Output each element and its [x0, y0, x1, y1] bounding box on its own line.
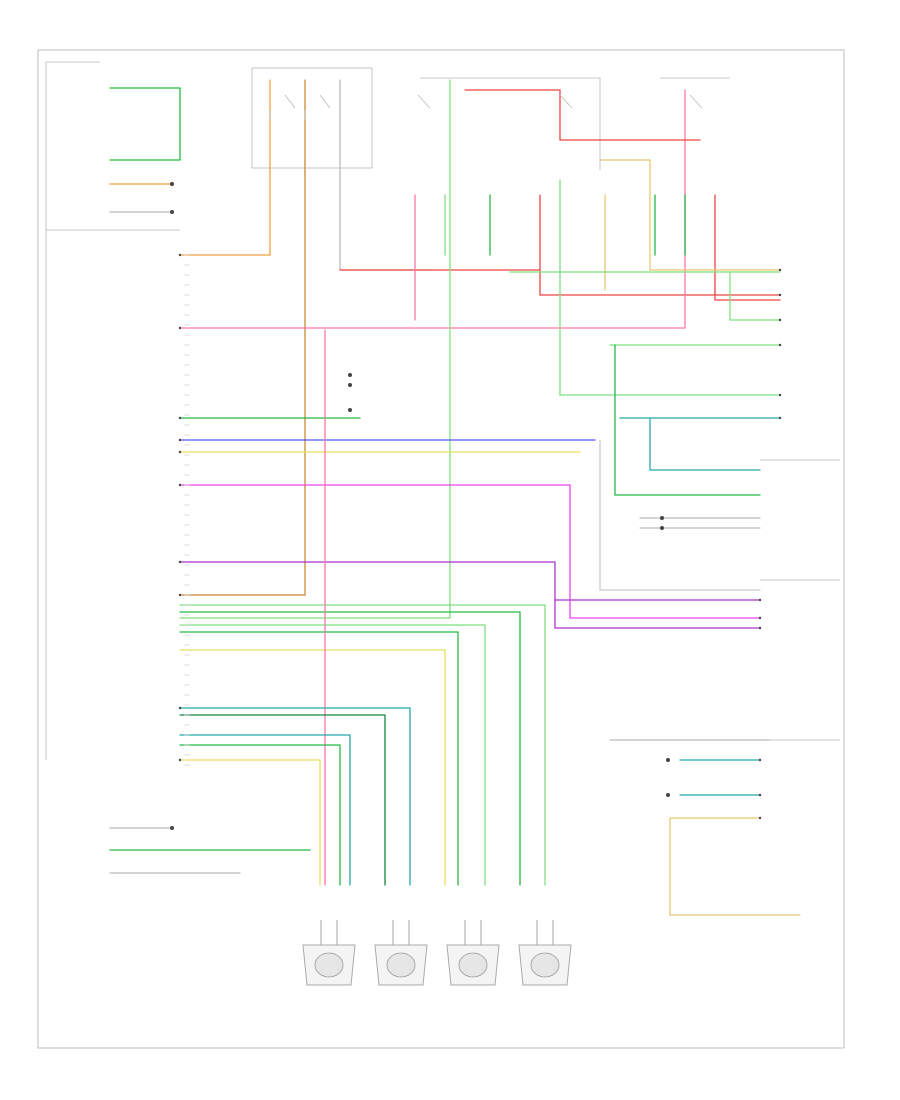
- pin: [778, 343, 782, 347]
- pin: [348, 408, 352, 412]
- wire-red-bus: [339, 269, 781, 296]
- diagram-frame: [37, 49, 845, 1049]
- pin: [178, 416, 182, 420]
- wire-drop-9: [714, 194, 781, 301]
- wire-fuse-brown: [179, 79, 306, 596]
- wire-ws-10: [179, 744, 341, 886]
- wire-ws-5: [179, 649, 446, 886]
- wire-fuse-gray: [339, 79, 431, 271]
- sensor-core: [458, 952, 488, 978]
- pin: [778, 293, 782, 297]
- pin: [758, 598, 762, 602]
- pin: [178, 253, 182, 257]
- pin: [348, 383, 352, 387]
- pin: [778, 393, 782, 397]
- wire-pink-top: [179, 89, 686, 329]
- pin: [778, 318, 782, 322]
- pin: [758, 616, 762, 620]
- pin: [660, 526, 664, 530]
- pin: [666, 758, 670, 762]
- pin: [178, 593, 182, 597]
- wire-ws-9: [179, 734, 351, 886]
- wire-drop-5: [559, 179, 781, 396]
- wire-ws-8: [179, 714, 386, 886]
- power-distribution-outline: [420, 77, 730, 170]
- wire-magenta-sensor: [179, 484, 761, 619]
- wheel-speed-sensors: [302, 920, 572, 986]
- cluster-connector-outline: [45, 61, 100, 230]
- wire-tan-brake: [669, 817, 801, 916]
- sensor-core: [530, 952, 560, 978]
- pin: [178, 706, 182, 710]
- pin: [178, 758, 182, 762]
- wire-green-cluster: [109, 87, 181, 161]
- wire-red-relay: [464, 89, 701, 141]
- wires: [109, 79, 801, 916]
- pin: [758, 816, 762, 820]
- sensor-core: [314, 952, 344, 978]
- wire-teal-right: [619, 417, 781, 471]
- pin: [170, 826, 174, 830]
- wire-gray-right: [639, 517, 761, 529]
- fuse-symbol: [269, 110, 341, 120]
- pin: [758, 793, 762, 797]
- pin: [778, 416, 782, 420]
- pin: [778, 268, 782, 272]
- pin: [758, 626, 762, 630]
- wire-gray-ignition: [109, 827, 241, 874]
- pin: [178, 450, 182, 454]
- pin: [666, 793, 670, 797]
- pin: [170, 210, 174, 214]
- wire-green-mid: [509, 271, 781, 321]
- pin: [348, 373, 352, 377]
- pin: [660, 516, 664, 520]
- wire-ws-7: [179, 707, 411, 886]
- pin: [758, 758, 762, 762]
- wire-gray-mid: [599, 439, 761, 591]
- wire-fuse-orange: [179, 79, 271, 256]
- pin: [178, 560, 182, 564]
- abs-pin-ticks: [184, 254, 190, 766]
- wheel-speed-sensor-icon: [518, 920, 572, 986]
- wire-ws-1: [179, 604, 546, 886]
- wheel-speed-sensor-icon: [446, 920, 500, 986]
- wheel-speed-sensor-icon: [374, 920, 428, 986]
- pin: [178, 438, 182, 442]
- relay-symbols: [269, 94, 703, 120]
- abs-module-outline: [45, 229, 180, 760]
- wheel-speed-sensor-icon: [302, 920, 356, 986]
- sensor-core: [386, 952, 416, 978]
- wire-green-top: [179, 79, 451, 619]
- wire-ws-2: [179, 611, 521, 886]
- pin: [170, 182, 174, 186]
- wire-violet-sensor: [179, 561, 761, 629]
- pin: [178, 483, 182, 487]
- connector-pins: [170, 182, 782, 830]
- wire-green-right-2: [614, 344, 761, 496]
- wire-ws-4: [179, 631, 459, 886]
- pin: [178, 326, 182, 330]
- fuse-block-box: [251, 67, 373, 169]
- relay-switch: [284, 94, 703, 109]
- wire-tan-right: [599, 159, 781, 271]
- wire-teal-brake: [679, 759, 761, 796]
- wire-ws-3: [179, 624, 486, 886]
- wire-ws-11: [179, 759, 321, 886]
- right-connector-outline: [760, 459, 840, 741]
